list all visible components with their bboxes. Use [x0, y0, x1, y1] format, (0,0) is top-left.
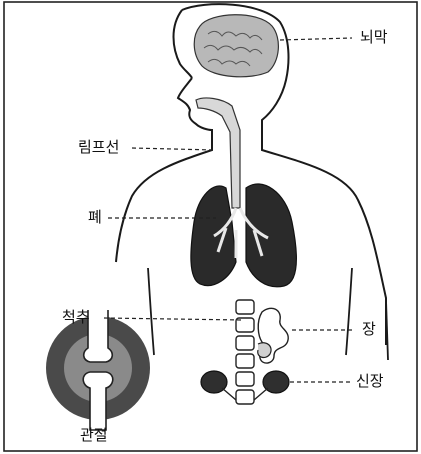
right-arm-outer — [386, 300, 388, 360]
label-spine: 척추 — [62, 310, 90, 325]
intestine-loop — [258, 343, 271, 358]
left-arm-inner — [148, 268, 154, 355]
left-lung — [191, 186, 236, 286]
label-joint: 관절 — [80, 428, 108, 443]
label-kidney: 신장 — [356, 374, 384, 389]
right-lung — [246, 184, 296, 287]
label-intestine: 장 — [362, 322, 376, 337]
label-lymph: 림프선 — [78, 140, 119, 155]
label-brain: 뇌막 — [360, 30, 388, 45]
spine — [236, 300, 254, 404]
right-arm-inner — [346, 268, 352, 355]
label-lung: 폐 — [88, 210, 102, 225]
